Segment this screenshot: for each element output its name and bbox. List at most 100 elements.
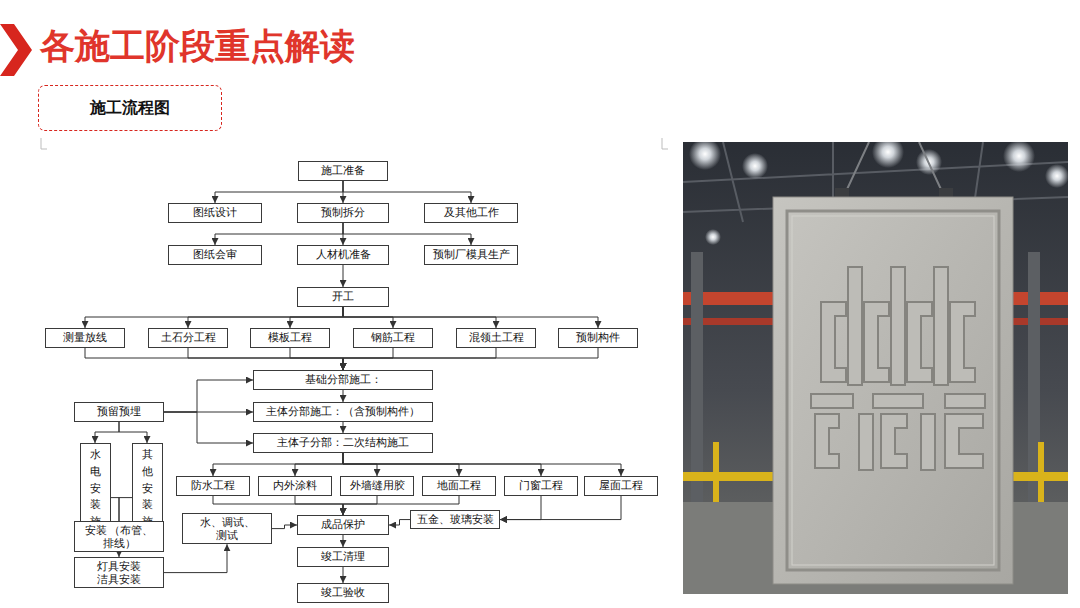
node-text: 门窗工程 [519, 479, 563, 492]
process-box: 模板工程 [250, 328, 330, 348]
flow-connector [343, 348, 598, 370]
flow-connector [343, 348, 496, 370]
node-text: 预制拆分 [321, 206, 365, 219]
panel-frame [787, 211, 999, 570]
flow-connector [500, 496, 621, 520]
flow-connector [188, 348, 343, 370]
process-box: 安装 （布管、排线） [74, 521, 164, 552]
flow-connector [343, 390, 344, 402]
flow-connector [343, 567, 344, 583]
panel-frame [792, 216, 994, 565]
process-box: 内外涂料 [258, 476, 332, 496]
panel-logo [811, 267, 985, 470]
logo-bar [811, 394, 853, 408]
logo-bar [873, 394, 923, 408]
node-text: 预留预埋 [97, 405, 141, 418]
flow-connector [295, 496, 343, 515]
node-text: 人材机准备 [316, 248, 371, 261]
node-text: 成品保护 [321, 518, 365, 531]
process-box: 防水工程 [176, 476, 250, 496]
process-box: 人材机准备 [297, 245, 389, 265]
flow-connector [215, 223, 343, 245]
flow-connector [95, 422, 119, 443]
section-label: 施工流程图 [38, 85, 222, 131]
node-text: 测量放线 [63, 331, 107, 344]
ceiling-light [872, 142, 904, 168]
node-text: 及其他工作 [444, 206, 499, 219]
process-box: 主体分部施工：（含预制构件） [253, 402, 433, 422]
process-box: 水、调试、 测试 [182, 513, 272, 544]
flow-connector [500, 496, 541, 520]
logo-bracket [945, 414, 983, 468]
flow-connector [290, 307, 343, 328]
process-box: 土石分工程 [148, 328, 228, 348]
process-box: 竣工清理 [297, 547, 389, 567]
flow-connector [343, 223, 471, 245]
flow-connector [213, 453, 343, 476]
flow-connector [295, 453, 343, 476]
ceiling-light [742, 153, 768, 179]
process-box: 五金、玻璃安装 [410, 510, 500, 529]
node-text: 基础分部施工： [305, 373, 382, 386]
flow-connector [343, 496, 377, 515]
node-text: 主体子分部：二次结构施工 [277, 436, 409, 449]
flow-connector [290, 348, 343, 370]
yellow-post [713, 442, 719, 502]
process-box: 竣工验收 [297, 583, 389, 603]
node-text: 防水工程 [191, 479, 235, 492]
flow-connector [343, 348, 393, 370]
node-text: 图纸会审 [193, 248, 237, 261]
node-text: 混领土工程 [469, 331, 524, 344]
ceiling-light [1003, 142, 1035, 172]
process-box: 地面工程 [422, 476, 496, 496]
process-box: 及其他工作 [424, 203, 518, 223]
node-text: 土石分工程 [161, 331, 216, 344]
node-text: 施工流程图 [90, 98, 170, 118]
process-box: 成品保护 [297, 515, 389, 535]
flow-connector [164, 380, 253, 412]
flow-connector [343, 181, 471, 203]
flow-connector [343, 307, 598, 328]
logo-bar [934, 267, 948, 385]
yellow-rail [683, 472, 778, 481]
process-box: 图纸会审 [168, 245, 262, 265]
logo-bar [921, 414, 935, 470]
node-text: 图纸设计 [193, 206, 237, 219]
logo-bracket [821, 302, 846, 382]
steel-column [691, 252, 703, 502]
title-chevron [0, 24, 40, 80]
flow-connector [119, 422, 147, 443]
process-box: 外墙缝用胶 [340, 476, 414, 496]
process-box: 钢筋工程 [353, 328, 433, 348]
logo-bracket [881, 414, 907, 468]
node-text: 外墙缝用胶 [350, 479, 405, 492]
yellow-post [1038, 442, 1044, 502]
process-box: 主体子分部：二次结构施工 [253, 433, 433, 453]
process-box: 预制拆分 [297, 203, 389, 223]
logo-bar [945, 394, 985, 408]
logo-bar [859, 414, 873, 470]
flow-connector [389, 520, 410, 525]
logo-bracket [907, 302, 932, 382]
node-text: 安装 （布管、排线） [79, 524, 159, 549]
node-text: 地面工程 [437, 479, 481, 492]
node-text: 竣工清理 [321, 550, 365, 563]
ceiling-light [705, 229, 721, 245]
flow-connector [343, 453, 621, 476]
logo-bracket [815, 414, 839, 468]
process-box: 基础分部施工： [253, 370, 433, 390]
node-text: 施工准备 [321, 164, 365, 177]
logo-bracket [950, 302, 975, 382]
process-box: 施工准备 [298, 161, 388, 181]
process-box: 开工 [297, 287, 389, 307]
precast-panel-photo [683, 142, 1068, 594]
node-text: 开工 [332, 290, 354, 303]
node-text: 预制构件 [576, 331, 620, 344]
process-box: 门窗工程 [504, 476, 578, 496]
flow-connector [343, 422, 344, 433]
corner-mark [662, 138, 668, 149]
flow-connector [272, 525, 297, 529]
process-box: 预制构件 [558, 328, 638, 348]
node-text: 钢筋工程 [371, 331, 415, 344]
connector-group [85, 181, 621, 583]
